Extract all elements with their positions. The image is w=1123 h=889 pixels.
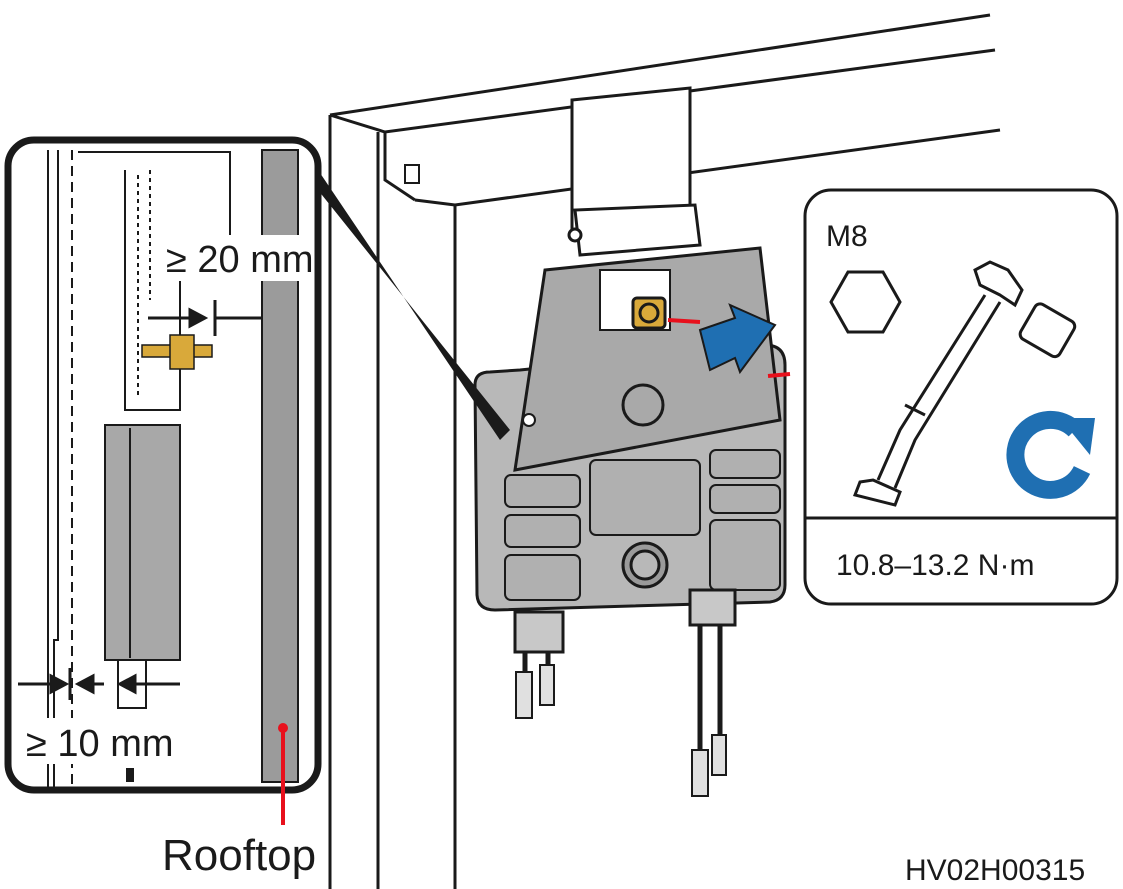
hex-nut-icon [829, 270, 902, 334]
mounting-bracket [567, 86, 702, 257]
rooftop-pointer [278, 723, 288, 825]
detail-inset: ≥ 20 mm ≥ 10 mm [4, 136, 322, 794]
torque-panel: M8 10.8–13.2 N·m [803, 188, 1119, 606]
device-side-view [104, 424, 181, 661]
bolt-size-label: M8 [826, 220, 868, 253]
torque-value-label: 10.8–13.2 N·m [836, 549, 1034, 582]
pv-module-frame [328, 13, 1001, 889]
clearance-bottom-label: ≥ 10 mm [26, 723, 174, 765]
torque-wrench-icon [852, 260, 1077, 507]
callout-wedge [318, 170, 510, 440]
push-direction-arrow [698, 303, 777, 375]
figure-id: HV02H00315 [905, 854, 1085, 887]
rooftop-label: Rooftop [162, 831, 316, 880]
optimizer-device [473, 246, 791, 797]
inset-bolt [141, 334, 213, 370]
clearance-top-label: ≥ 20 mm [166, 239, 314, 281]
clockwise-rotate-icon [1006, 410, 1095, 499]
